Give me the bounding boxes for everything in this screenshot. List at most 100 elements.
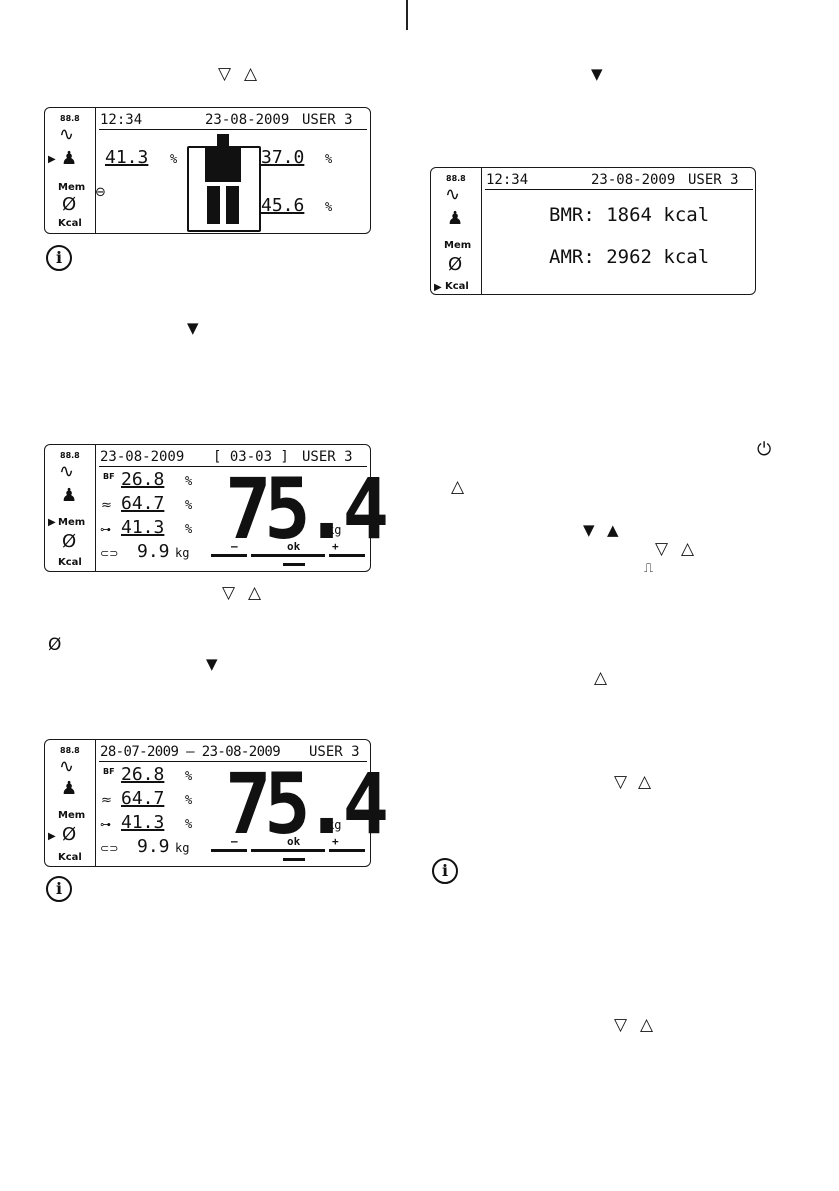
- lcd-digits-symbol: 88.8: [60, 114, 80, 123]
- body-figure-head: [217, 134, 229, 146]
- scale-plus-label: +: [332, 540, 339, 553]
- heartbeat-icon: ∿: [59, 756, 75, 777]
- kcal-symbol: Kcal: [58, 557, 82, 568]
- heartbeat-icon: ∿: [59, 461, 75, 482]
- body-figure-icon: ♟: [61, 485, 78, 506]
- scale-indicator: [283, 563, 305, 566]
- bodyfat-unit: %: [185, 769, 193, 783]
- muscle-icon: ⊶: [100, 818, 111, 831]
- empty-set-icon: Ø: [48, 635, 62, 655]
- mem-symbol: Mem: [58, 517, 86, 528]
- scale-ok-label: ok: [287, 835, 301, 848]
- body-figure-icon: ♟: [447, 208, 464, 229]
- lcd-screen-kcal: 88.8 ∿ ♟ Mem Ø ▶ Kcal 12:34 23-08-2009 U…: [430, 167, 756, 295]
- bone-icon: ⊂⊃: [100, 547, 119, 560]
- down-filled-icon: ▼: [206, 655, 218, 673]
- scale-ok-label: ok: [287, 540, 301, 553]
- scale-bar-high: [329, 849, 365, 852]
- empty-set-icon: Ø: [62, 824, 77, 845]
- scale-minus-label: –: [231, 835, 238, 848]
- bmr-readout: BMR: 1864 kcal: [549, 204, 710, 226]
- right-top-unit: %: [325, 152, 333, 166]
- scale-bar-low: [211, 554, 247, 557]
- info-icon: i: [432, 858, 458, 884]
- lcd-date: 23-08-2009: [100, 449, 185, 465]
- muscle-value: 41.3: [121, 517, 165, 538]
- up-outline-icon: △: [248, 583, 262, 603]
- body-figure-icon: ♟: [61, 778, 78, 799]
- bf-label: BF: [103, 767, 115, 776]
- empty-set-icon: Ø: [448, 254, 463, 275]
- down-filled-icon: ▼: [591, 65, 603, 83]
- up-outline-icon: △: [451, 477, 465, 497]
- lcd-header-line: [485, 189, 753, 190]
- down-outline-icon: ▽: [222, 583, 236, 603]
- lcd-screen-memory: 88.8 ∿ ♟ ▶ Mem Ø Kcal 23-08-2009 [ 03-03…: [44, 444, 389, 572]
- kcal-symbol: Kcal: [445, 281, 469, 292]
- selector-arrow-icon: ▶: [48, 517, 56, 528]
- bone-unit: kg: [175, 841, 190, 855]
- lcd-user: USER 3: [302, 449, 353, 465]
- muscle-unit: %: [185, 817, 193, 831]
- lcd-digits-symbol: 88.8: [446, 174, 466, 183]
- lcd-record-count: [ 03-03 ]: [213, 449, 289, 465]
- lcd-sidebar: [431, 168, 482, 294]
- amr-readout: AMR: 2962 kcal: [549, 246, 710, 268]
- body-bracket: [187, 146, 261, 232]
- bf-label: BF: [103, 472, 115, 481]
- lcd-sidebar: [45, 108, 96, 233]
- lcd-date: 23-08-2009: [205, 112, 290, 128]
- lcd-screen-body-analysis: 88.8 ∿ ▶ ♟ Mem Ø Kcal ⊖ 12:34 23-08-2009…: [44, 107, 371, 234]
- muscle-icon: ⊖: [95, 185, 106, 200]
- lcd-date-range: 28-07-2009 – 23-08-2009: [100, 744, 281, 760]
- lcd-user: USER 3: [688, 172, 739, 188]
- scale-indicator: [283, 858, 305, 861]
- muscle-value: 41.3: [121, 812, 165, 833]
- lcd-sidebar: [45, 445, 96, 571]
- lcd-user: USER 3: [302, 112, 353, 128]
- selector-arrow-icon: ▶: [48, 831, 56, 842]
- lcd-time: 12:34: [486, 172, 529, 188]
- lcd-user: USER 3: [309, 744, 360, 760]
- body-figure-leg-right: [226, 186, 239, 224]
- down-filled-icon: ▼: [187, 319, 199, 337]
- down-filled-icon: ▼: [583, 521, 595, 539]
- selector-arrow-icon: ▶: [434, 282, 442, 293]
- down-outline-icon: ▽: [218, 64, 232, 84]
- down-outline-icon: ▽: [655, 539, 669, 559]
- scale-bar-ok: [251, 849, 325, 852]
- lcd-sidebar: [45, 740, 96, 866]
- scale-plus-label: +: [332, 835, 339, 848]
- down-outline-icon: ▽: [614, 1015, 628, 1035]
- heartbeat-icon: ∿: [59, 124, 75, 145]
- kcal-symbol: Kcal: [58, 218, 82, 229]
- water-value: 64.7: [121, 788, 165, 809]
- water-icon: ≈: [101, 793, 112, 808]
- up-outline-icon: △: [638, 772, 652, 792]
- power-icon: ⏻: [757, 439, 772, 460]
- bone-unit: kg: [175, 546, 190, 560]
- muscle-icon: ⊶: [100, 523, 111, 536]
- scale-icon: ⎍: [644, 561, 654, 576]
- up-filled-icon: ▲: [607, 521, 619, 539]
- mem-symbol: Mem: [58, 810, 86, 821]
- right-top-percentage: 37.0: [261, 147, 305, 168]
- bone-value: 9.9: [137, 836, 170, 857]
- lcd-digits-symbol: 88.8: [60, 451, 80, 460]
- scale-bar-ok: [251, 554, 325, 557]
- info-icon: i: [46, 876, 72, 902]
- mem-symbol: Mem: [444, 240, 472, 251]
- weight-unit: kg: [327, 818, 342, 832]
- kcal-symbol: Kcal: [58, 852, 82, 863]
- lcd-screen-average: 88.8 ∿ ♟ Mem ▶ Ø Kcal 28-07-2009 – 23-08…: [44, 739, 389, 867]
- weight-value: 75.4: [225, 755, 389, 853]
- up-outline-icon: △: [594, 668, 608, 688]
- heartbeat-icon: ∿: [445, 184, 461, 205]
- selector-arrow-icon: ▶: [48, 154, 56, 165]
- scale-bar-low: [211, 849, 247, 852]
- lcd-time: 12:34: [100, 112, 143, 128]
- mem-symbol: Mem: [58, 182, 86, 193]
- lcd-digits-symbol: 88.8: [60, 746, 80, 755]
- body-figure-torso: [205, 148, 241, 182]
- body-figure-icon: ♟: [61, 148, 78, 169]
